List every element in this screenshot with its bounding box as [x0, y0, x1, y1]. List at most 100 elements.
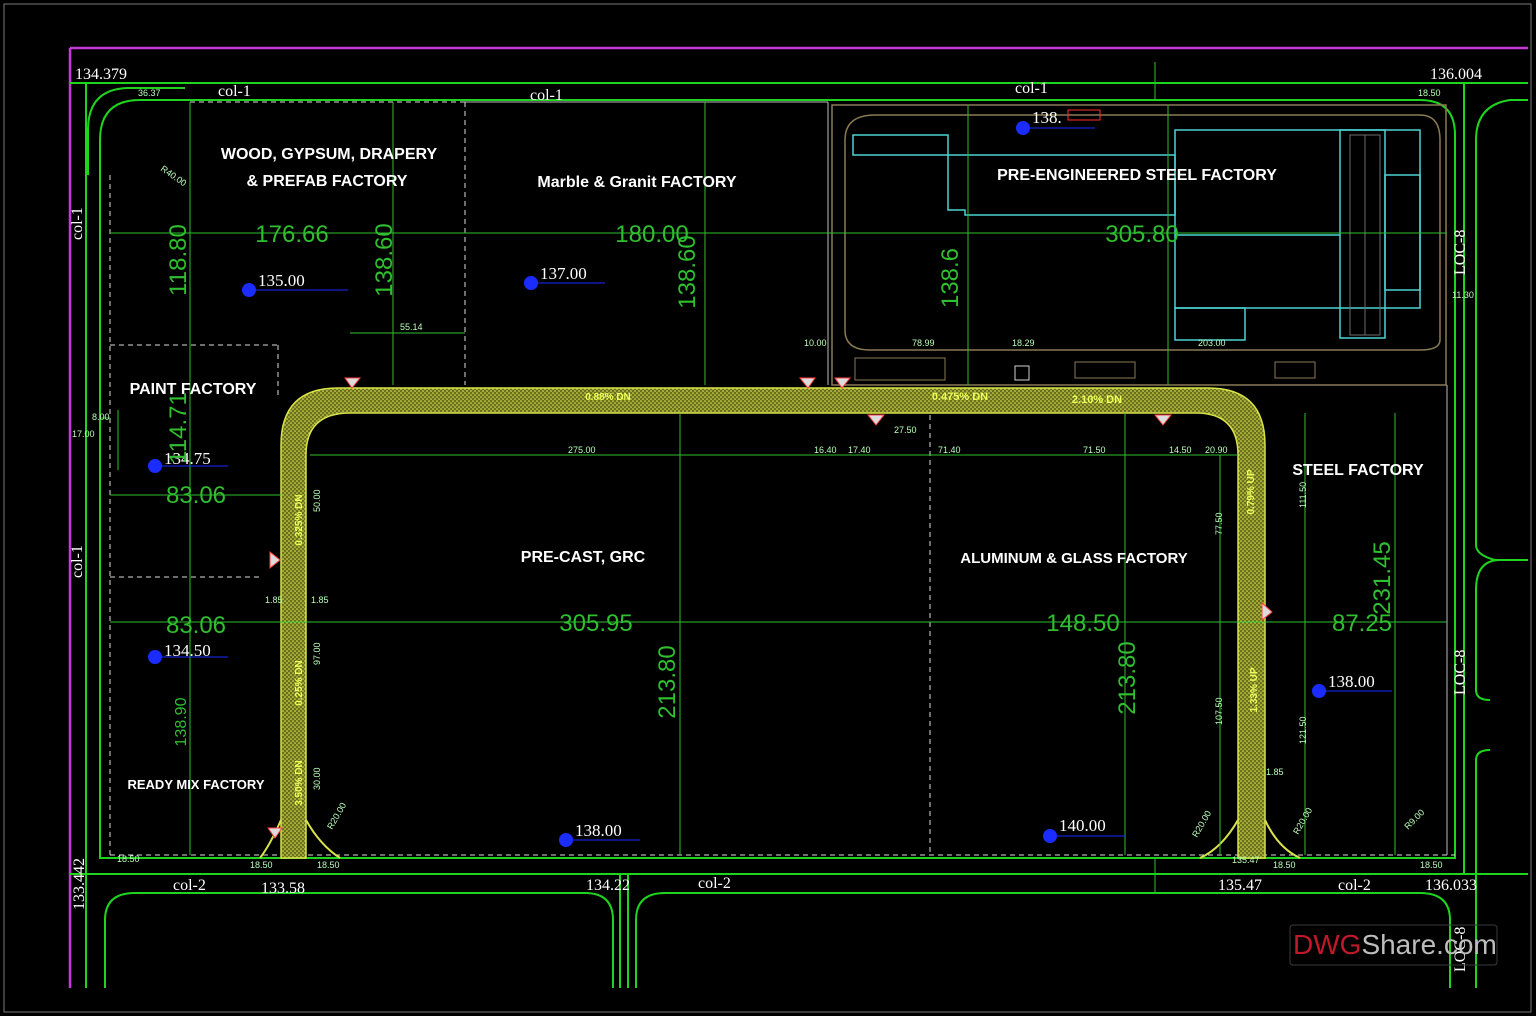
elev-aluminum: 140.00	[1059, 816, 1106, 835]
label-peb: PRE-ENGINEERED STEEL FACTORY	[997, 167, 1277, 184]
road-elev-bottom-a: 133.58	[261, 880, 305, 897]
small-dim-1640: 16.40	[814, 445, 837, 455]
road-label-loc8-a: LOC-8	[1452, 230, 1469, 275]
dim-aluminum-width: 148.50	[1046, 610, 1119, 637]
small-dim-1850-f: 18.50	[1418, 88, 1441, 98]
watermark: DWGShare.com	[1293, 929, 1497, 960]
gate-markers	[267, 377, 1273, 839]
watermark-share: Share.com	[1361, 929, 1496, 960]
small-dim-3000: 30.00	[312, 767, 322, 790]
small-dim-7750: 77.50	[1214, 512, 1224, 535]
road-label-loc8-b: LOC-8	[1452, 650, 1469, 695]
watermark-dwg: DWG	[1293, 929, 1361, 960]
elevation-marker-steel	[1312, 684, 1392, 698]
corner-elev-bottom-left: 133.442	[71, 858, 88, 910]
small-dim-1450: 14.50	[1169, 445, 1192, 455]
internal-road-edges	[259, 819, 1301, 859]
label-paint: PAINT FACTORY	[130, 381, 257, 398]
small-dim-203: 203.00	[1198, 338, 1226, 348]
elev-wood: 135.00	[258, 271, 305, 290]
dim-precast-width: 305.95	[559, 610, 632, 637]
small-dim-2090: 20.90	[1205, 445, 1228, 455]
road-elev-bottom-c-small: 135.47	[1232, 855, 1260, 865]
small-dim-1850-b: 18.50	[250, 860, 273, 870]
radius-2000-c: R20.00	[1291, 806, 1314, 836]
small-dim-5000: 50.00	[312, 489, 322, 512]
elevation-marker-readymix	[148, 650, 228, 664]
elev-paint: 134.75	[164, 449, 211, 468]
dim-steel-width: 87.25	[1332, 610, 1392, 637]
small-dim-185-b: 1.85	[311, 595, 329, 605]
dim-paint-depth: 114.71	[165, 392, 192, 464]
road-label-col2-a: col-2	[173, 877, 206, 894]
dim-readymix-depth: 138.90	[173, 697, 190, 746]
elev-peb: 138.	[1032, 108, 1062, 127]
small-dim-10750: 107.50	[1214, 697, 1224, 725]
small-dim-9700: 97.00	[312, 642, 322, 665]
dim-marble-width: 180.00	[615, 221, 688, 248]
peb-compound	[831, 104, 1447, 386]
small-dim-1700: 17.00	[72, 429, 95, 439]
slope-right-b: 1.33% UP	[1249, 667, 1260, 712]
elevation-marker-paint	[148, 459, 228, 473]
slope-left-c: 3.50% DN	[294, 760, 305, 806]
dim-marble-depth: 138.60	[674, 235, 701, 308]
slope-top-c: 2.10% DN	[1072, 394, 1122, 406]
small-dimensions: 55.14 275.00 16.40 17.40 71.40 71.50 14.…	[72, 88, 1474, 870]
property-line	[68, 46, 1528, 988]
adjacent-roads	[104, 99, 1528, 988]
label-steel: STEEL FACTORY	[1292, 462, 1424, 479]
dim-wood-depth: 138.60	[371, 223, 398, 296]
small-dim-1829: 18.29	[1012, 338, 1035, 348]
label-wood-line2: & PREFAB FACTORY	[247, 173, 408, 190]
elevation-marker-peb	[1016, 121, 1095, 135]
slope-right-a: 0.79% UP	[1246, 469, 1257, 514]
small-dim-1130: 11.30	[1452, 290, 1474, 300]
small-dim-275: 275.00	[568, 445, 596, 455]
radius-900: R9.00	[1402, 807, 1426, 831]
label-precast: PRE-CAST, GRC	[521, 549, 646, 566]
plot-boundaries	[109, 101, 1455, 856]
corner-elev-top-right: 136.004	[1430, 66, 1482, 83]
small-dim-800: 8.00	[92, 412, 110, 422]
road-elev-bottom-c: 135.47	[1218, 877, 1262, 894]
dim-aluminum-depth: 213.80	[1114, 641, 1141, 714]
elevation-marker-marble	[524, 276, 605, 290]
elevation-marker-wood	[242, 283, 348, 297]
road-label-col1-top-a: col-1	[218, 83, 251, 100]
corner-elev-top-left: 134.379	[75, 66, 127, 83]
elevation-marker-aluminum	[1043, 829, 1125, 843]
site-boundary	[70, 82, 1528, 988]
dim-wood-height: 118.80	[165, 224, 192, 296]
elevation-markers	[148, 121, 1392, 847]
small-dim-7150: 71.50	[1083, 445, 1106, 455]
label-marble: Marble & Granit FACTORY	[537, 174, 736, 191]
label-aluminum: ALUMINUM & GLASS FACTORY	[960, 550, 1188, 567]
internal-road	[280, 387, 1266, 859]
small-dim-1850-d: 18.50	[1273, 860, 1296, 870]
elev-steel: 138.00	[1328, 672, 1375, 691]
elevation-marker-precast	[559, 833, 640, 847]
elev-readymix: 134.50	[164, 641, 211, 660]
slope-top-b: 0.475% DN	[932, 391, 988, 403]
label-readymix: READY MIX FACTORY	[127, 777, 264, 792]
small-dim-1000: 10.00	[804, 338, 827, 348]
small-dim-11150: 111.50	[1298, 482, 1308, 508]
road-elev-bottom-b: 134.22	[586, 877, 630, 894]
dimension-lines	[100, 62, 1447, 893]
small-dim-2750: 27.50	[894, 425, 917, 435]
road-label-col1-top-b: col-1	[530, 87, 563, 104]
small-dim-12150: 121.50	[1298, 716, 1308, 744]
road-label-col2-c: col-2	[1338, 877, 1371, 894]
small-dim-7140: 71.40	[938, 445, 961, 455]
dim-paint-width: 83.06	[166, 482, 226, 509]
small-dim-7899: 78.99	[912, 338, 935, 348]
road-label-loc8-c: LOC-8	[1452, 927, 1469, 972]
small-dim-1850-c: 18.50	[317, 860, 340, 870]
dim-readymix-width: 83.06	[166, 612, 226, 639]
road-label-col1-left-a: col-1	[69, 207, 86, 240]
small-dim-1850-e: 18.50	[1420, 860, 1443, 870]
slope-top-a: 0.88% DN	[585, 392, 631, 403]
slope-left-a: 0.325% DN	[294, 494, 305, 545]
